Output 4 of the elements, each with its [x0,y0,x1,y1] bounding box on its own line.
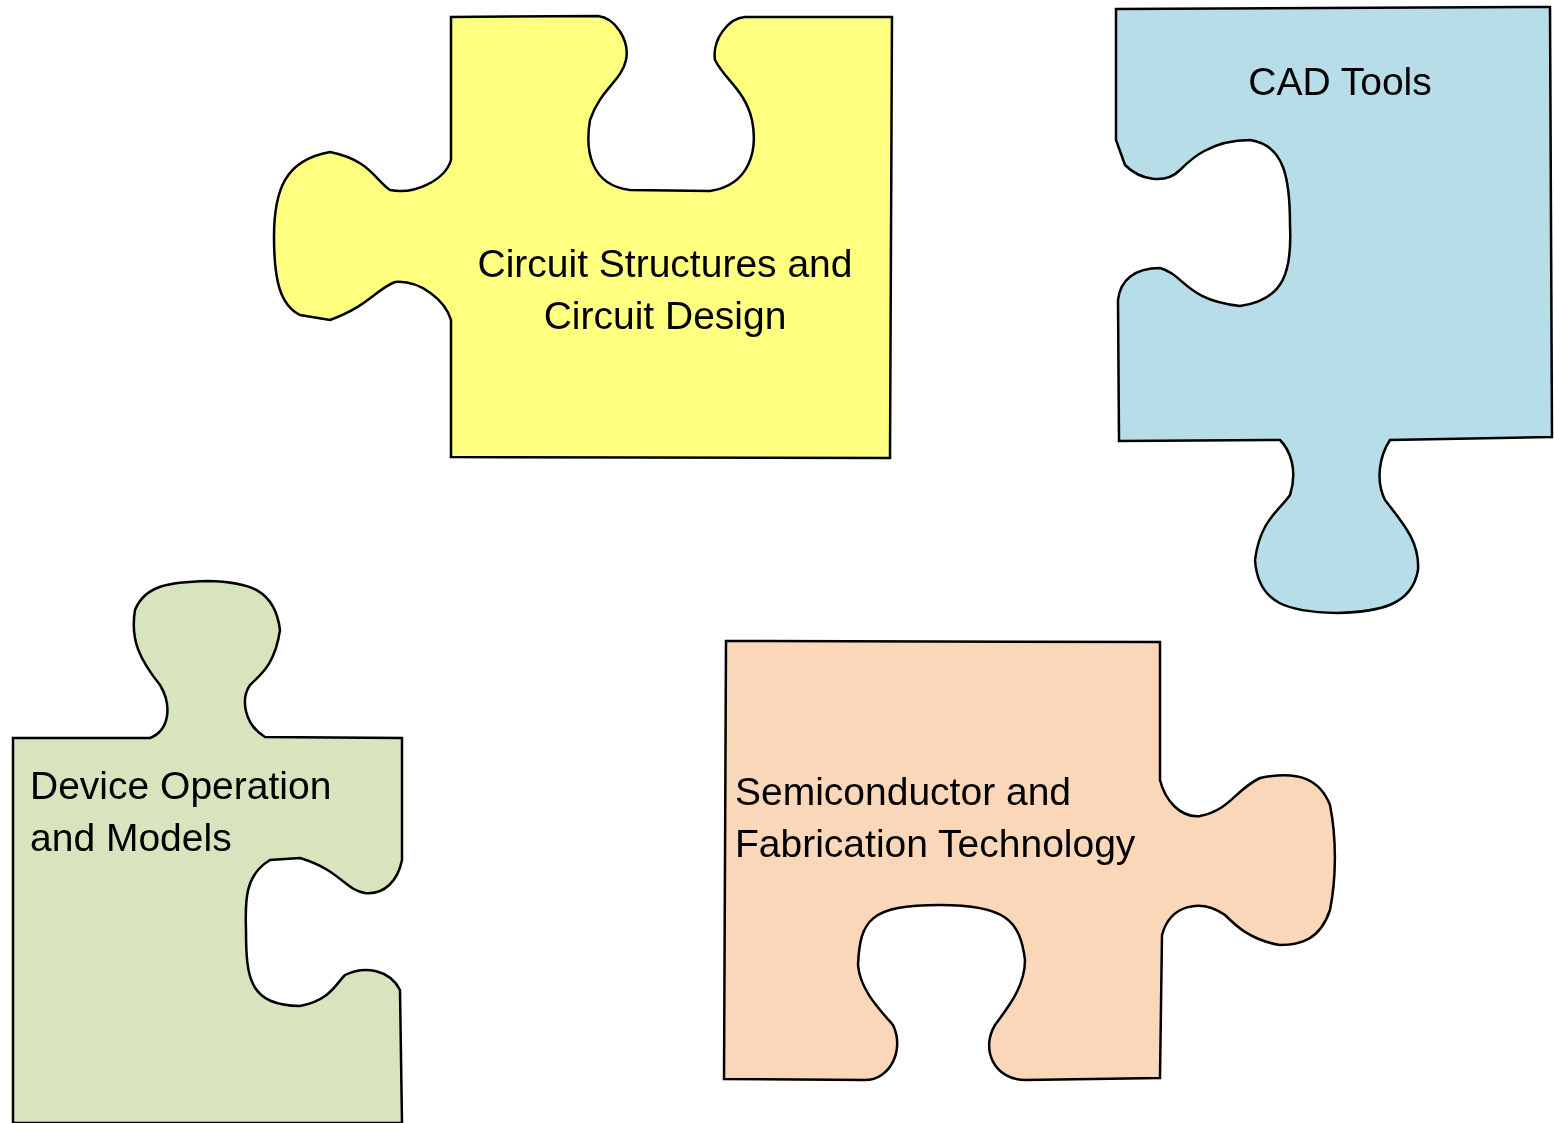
piece-label: Circuit Structures and Circuit Design [476,241,854,339]
piece-label: CAD Tools [1247,59,1433,105]
piece-label: Device Operation and Models [30,763,333,861]
piece-label: Semiconductor and Fabrication Technology [735,769,1137,867]
